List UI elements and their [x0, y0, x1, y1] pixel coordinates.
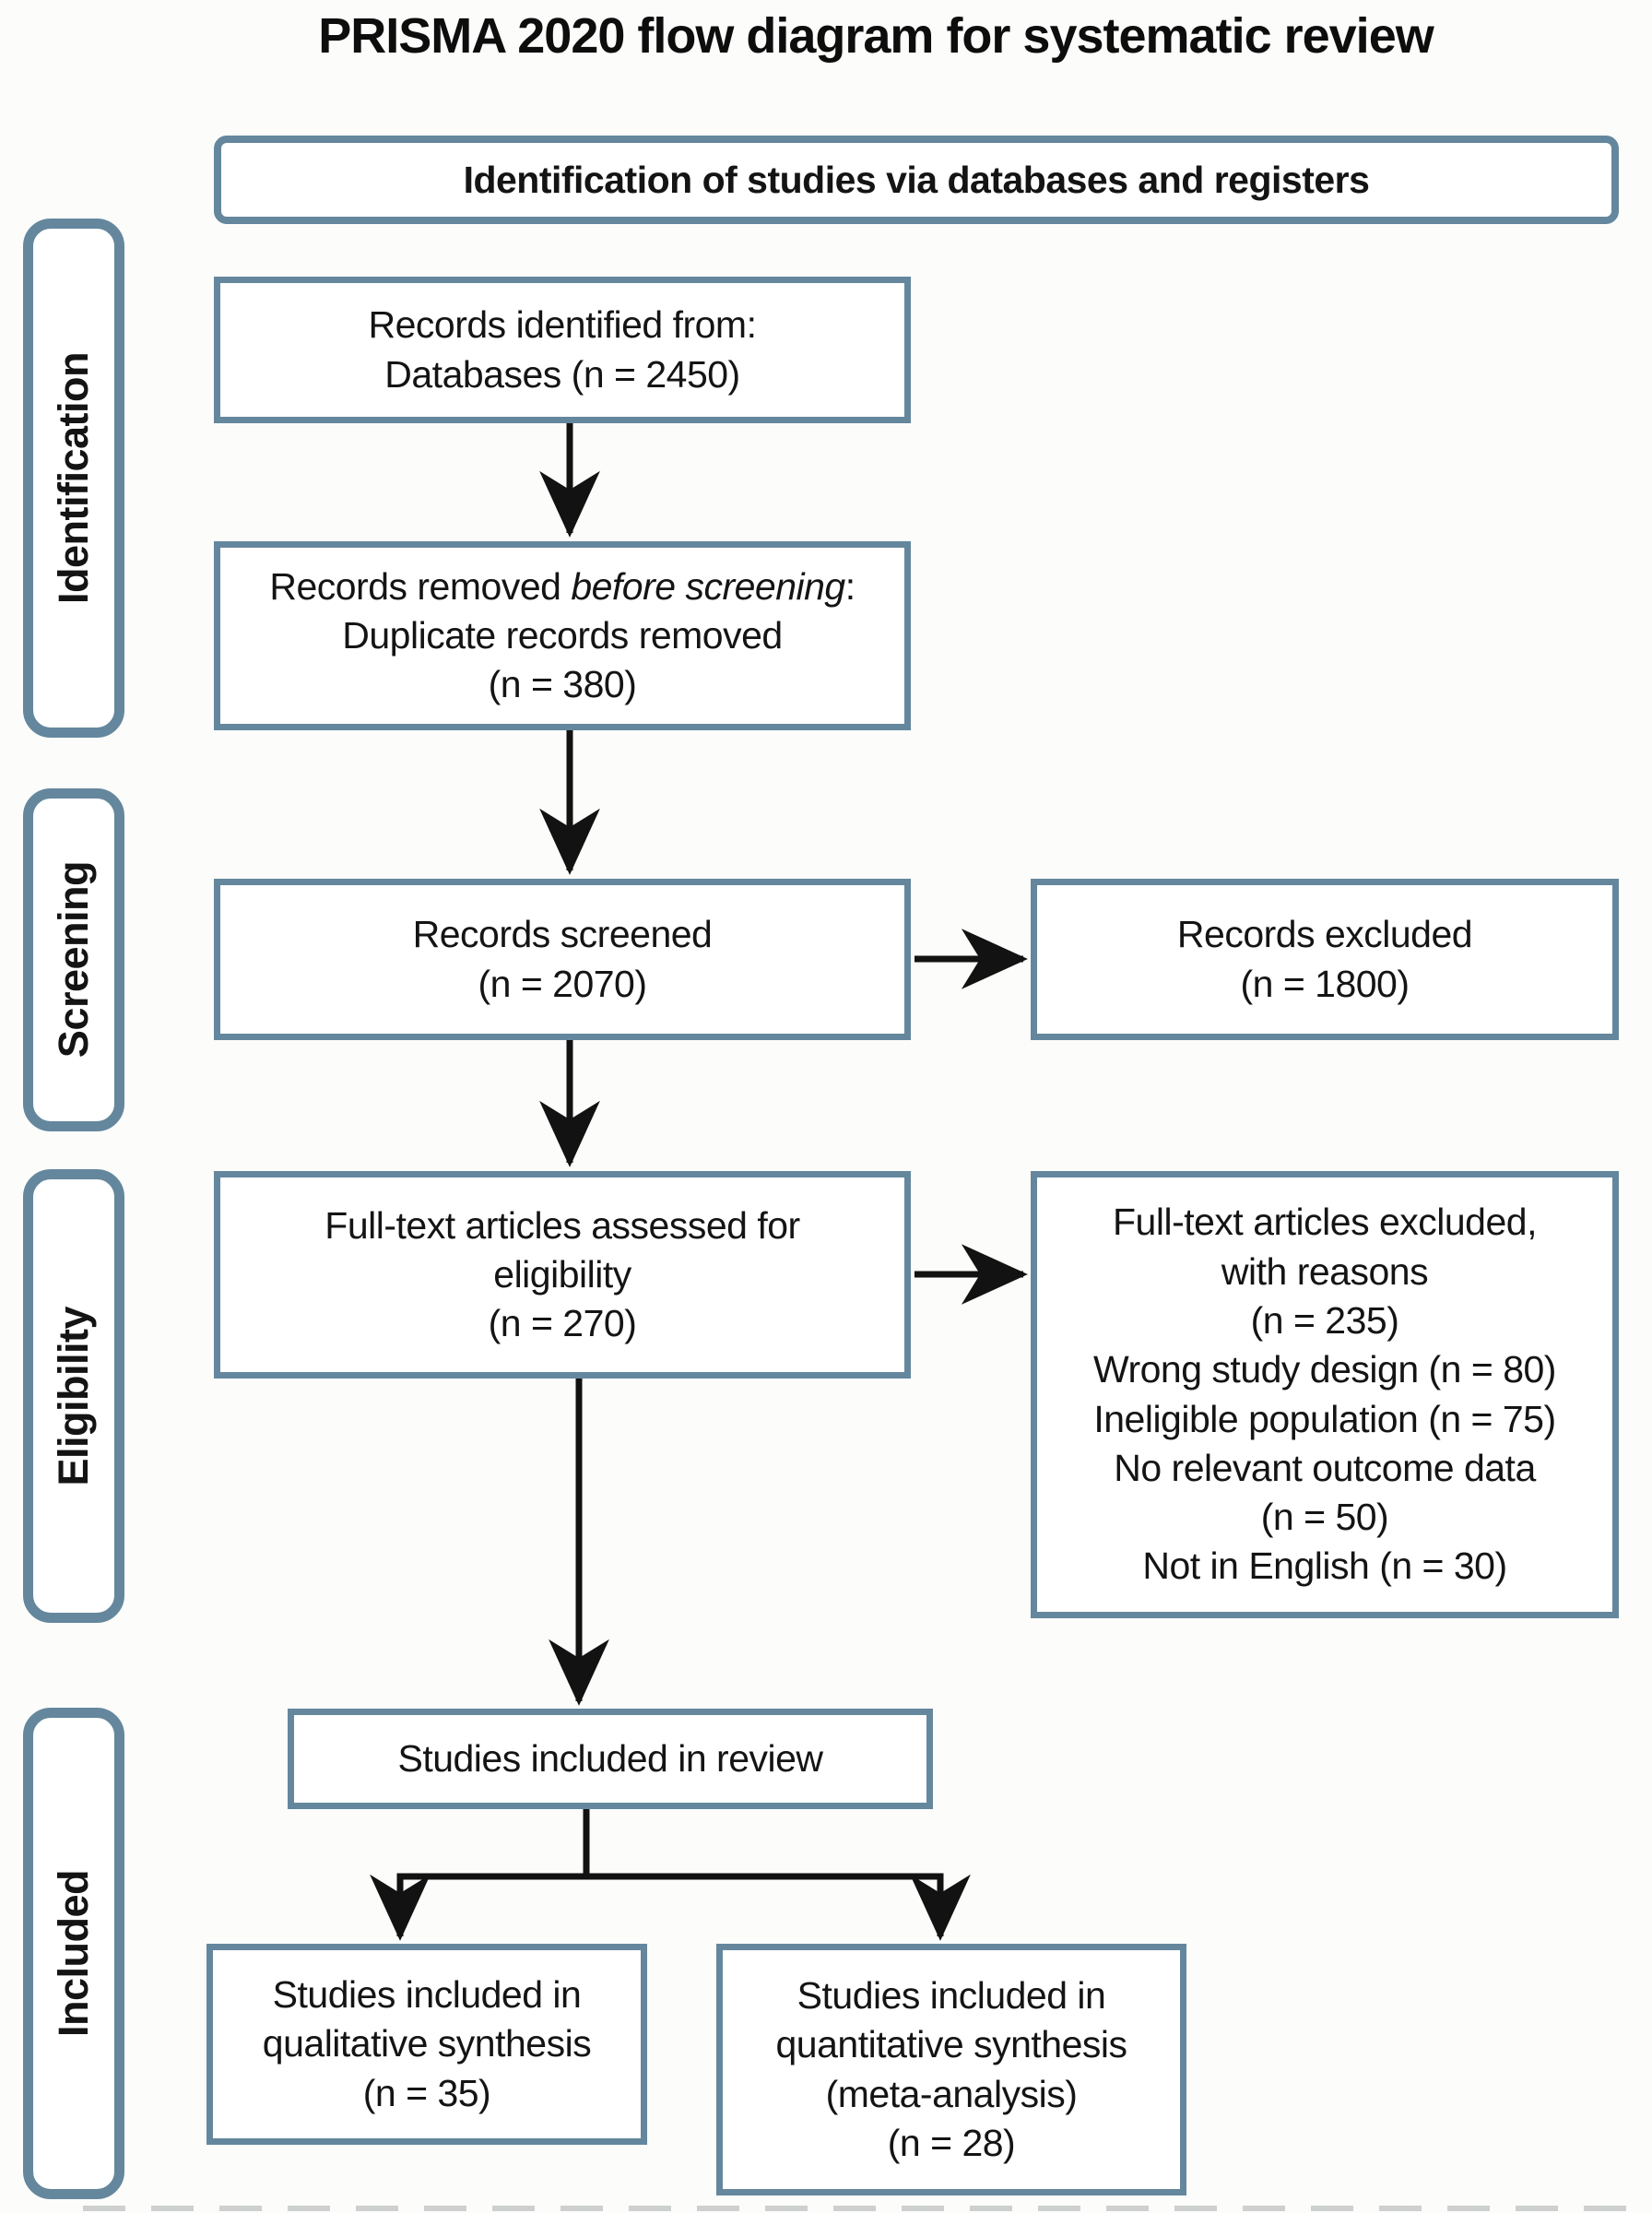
sidebar-stage-eligibility: Eligibility [23, 1169, 124, 1623]
box-line: (n = 2070) [478, 962, 647, 1005]
box-line: Records removed before screening: [269, 564, 856, 608]
box-line: Full-text articles assessed for [324, 1203, 800, 1247]
box-line: (n = 270) [488, 1302, 637, 1345]
box-line: Records identified from: [368, 303, 757, 347]
box-line: (n = 28) [887, 2121, 1016, 2164]
box-line: Ineligible population (n = 75) [1093, 1397, 1556, 1440]
box-line: Records screened [412, 913, 713, 956]
box-qualitative-synthesis: Studies included in qualitative synthesi… [206, 1944, 647, 2145]
box-line: Duplicate records removed [342, 613, 783, 657]
scan-artifact-bottom-edge [83, 2206, 1652, 2211]
box-line: (meta-analysis) [825, 2072, 1078, 2115]
box-line: (n = 50) [1260, 1496, 1389, 1539]
box-included-review: Studies included in review [288, 1709, 933, 1809]
box-line: qualitative synthesis [262, 2022, 592, 2065]
box-line: Not in English (n = 30) [1142, 1544, 1507, 1588]
box-line: with reasons [1221, 1249, 1429, 1293]
box-fulltext-assessed: Full-text articles assessed for eligibil… [214, 1171, 911, 1379]
sidebar-stage-label: Eligibility [50, 1306, 97, 1486]
sidebar-stage-included: Included [23, 1708, 124, 2199]
sidebar-stage-screening: Screening [23, 788, 124, 1131]
box-line: Records excluded [1176, 913, 1473, 956]
sidebar-stage-label: Screening [50, 861, 97, 1059]
box-line: (n = 380) [488, 663, 637, 706]
header-band-label: Identification of studies via databases … [463, 158, 1370, 201]
box-line: (n = 235) [1250, 1298, 1399, 1342]
sidebar-stage-label: Identification [50, 352, 97, 604]
box-line: Studies included in [796, 1973, 1106, 2017]
box-line: Wrong study design (n = 80) [1093, 1348, 1556, 1391]
box-line: No relevant outcome data [1114, 1446, 1536, 1489]
box-records-screened: Records screened (n = 2070) [214, 879, 911, 1040]
box-line: Studies included in review [397, 1736, 823, 1780]
sidebar-stage-label: Included [50, 1869, 97, 2037]
page-title: PRISMA 2020 flow diagram for systematic … [318, 8, 1434, 64]
box-line: (n = 35) [362, 2071, 491, 2114]
box-line: Full-text articles excluded, [1113, 1201, 1537, 1244]
box-line: Studies included in [272, 1973, 582, 2017]
box-line: eligibility [493, 1252, 631, 1296]
box-records-excluded: Records excluded (n = 1800) [1031, 879, 1619, 1040]
box-records-removed: Records removed before screening: Duplic… [214, 541, 911, 730]
box-records-identified: Records identified from: Databases (n = … [214, 277, 911, 423]
box-line: Databases (n = 2450) [384, 352, 740, 396]
box-fulltext-excluded: Full-text articles excluded, with reason… [1031, 1171, 1619, 1618]
box-quantitative-synthesis: Studies included in quantitative synthes… [716, 1944, 1186, 2195]
sidebar-stage-identification: Identification [23, 219, 124, 738]
box-line: quantitative synthesis [775, 2023, 1127, 2066]
box-line: (n = 1800) [1240, 962, 1410, 1005]
header-band: Identification of studies via databases … [214, 136, 1619, 224]
